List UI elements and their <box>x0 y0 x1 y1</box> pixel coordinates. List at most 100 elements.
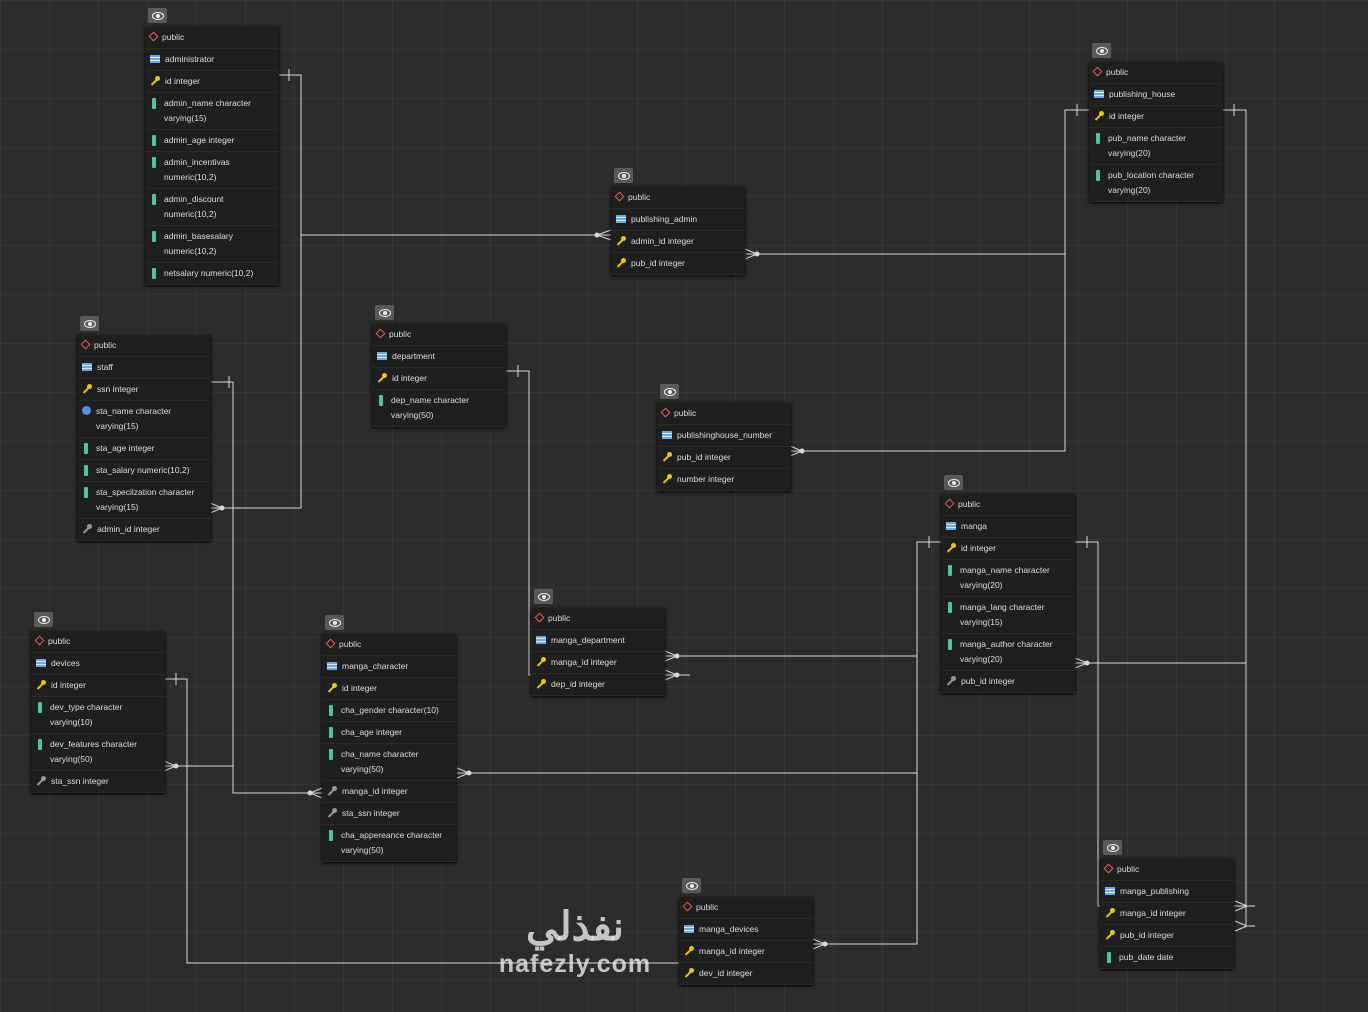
column-row[interactable]: sta_ssn integer <box>322 803 456 825</box>
column-row[interactable]: sta_salary numeric(10,2) <box>77 460 211 482</box>
column-row[interactable]: cha_appereance character varying(50) <box>322 825 456 862</box>
table-name-row[interactable]: publishing_admin <box>611 209 745 231</box>
column-row[interactable]: manga_id integer <box>322 781 456 803</box>
column-row[interactable]: id integer <box>145 71 279 93</box>
column-row[interactable]: dev_type character varying(10) <box>31 697 165 734</box>
table-name-row[interactable]: department <box>372 346 506 368</box>
column-row[interactable]: admin_incentivas numeric(10,2) <box>145 152 279 189</box>
column-row[interactable]: id integer <box>941 538 1075 560</box>
row-label: sta_age integer <box>96 443 155 453</box>
schema-row[interactable]: public <box>145 27 279 49</box>
schema-row[interactable]: public <box>679 897 813 919</box>
column-row[interactable]: admin_id integer <box>77 519 211 541</box>
column-row[interactable]: number integer <box>657 469 791 491</box>
column-row[interactable]: cha_age integer <box>322 722 456 744</box>
column-row[interactable]: admin_age integer <box>145 130 279 152</box>
eye-icon[interactable] <box>325 615 344 630</box>
column-row[interactable]: cha_gender character(10) <box>322 700 456 722</box>
row-label: manga_id integer <box>342 786 408 796</box>
column-row[interactable]: admin_basesalary numeric(10,2) <box>145 226 279 263</box>
column-row[interactable]: netsalary numeric(10,2) <box>145 263 279 285</box>
column-row[interactable]: sta_name character varying(15) <box>77 401 211 438</box>
column-row[interactable]: manga_id integer <box>1100 903 1234 925</box>
table-icon <box>616 215 626 223</box>
schema-row[interactable]: public <box>611 187 745 209</box>
eye-icon[interactable] <box>34 612 53 627</box>
column-row[interactable]: ssn integer <box>77 379 211 401</box>
schema-row[interactable]: public <box>1089 62 1223 84</box>
row-label: cha_age integer <box>341 727 402 737</box>
eye-icon[interactable] <box>614 168 633 183</box>
column-row[interactable]: sta_ssn integer <box>31 771 165 793</box>
column-row[interactable]: cha_name character varying(50) <box>322 744 456 781</box>
column-row[interactable]: pub_location character varying(20) <box>1089 165 1223 202</box>
column-row[interactable]: sta_age integer <box>77 438 211 460</box>
schema-row[interactable]: public <box>531 608 665 630</box>
column-row[interactable]: pub_id integer <box>657 447 791 469</box>
schema-row[interactable]: public <box>1100 859 1234 881</box>
eye-icon[interactable] <box>148 8 167 23</box>
table-name-row[interactable]: manga_department <box>531 630 665 652</box>
column-row[interactable]: dev_features character varying(50) <box>31 734 165 771</box>
schema-row[interactable]: public <box>31 631 165 653</box>
table-name-row[interactable]: administrator <box>145 49 279 71</box>
column-row[interactable]: manga_name character varying(20) <box>941 560 1075 597</box>
schema-row[interactable]: public <box>322 634 456 656</box>
column-row[interactable]: pub_id integer <box>611 253 745 275</box>
column-row[interactable]: id integer <box>322 678 456 700</box>
eye-icon[interactable] <box>1092 43 1111 58</box>
table-name-row[interactable]: devices <box>31 653 165 675</box>
table-name-row[interactable]: manga_publishing <box>1100 881 1234 903</box>
eye-icon[interactable] <box>944 475 963 490</box>
column-row[interactable]: manga_author character varying(20) <box>941 634 1075 671</box>
column-row[interactable]: admin_name character varying(15) <box>145 93 279 130</box>
column-row[interactable]: id integer <box>372 368 506 390</box>
schema-row[interactable]: public <box>77 335 211 357</box>
eye-icon[interactable] <box>534 589 553 604</box>
column-row[interactable]: pub_id integer <box>941 671 1075 693</box>
column-row[interactable]: manga_id integer <box>531 652 665 674</box>
column-row[interactable]: admin_discount numeric(10,2) <box>145 189 279 226</box>
eye-icon[interactable] <box>682 878 701 893</box>
schema-icon <box>375 328 386 339</box>
schema-row[interactable]: public <box>372 324 506 346</box>
table-name-row[interactable]: manga_devices <box>679 919 813 941</box>
column-row[interactable]: dev_id integer <box>679 963 813 985</box>
eye-icon[interactable] <box>80 316 99 331</box>
table-name-row[interactable]: manga_character <box>322 656 456 678</box>
column-row[interactable]: id integer <box>1089 106 1223 128</box>
column-row[interactable]: dep_id integer <box>531 674 665 696</box>
eye-icon[interactable] <box>375 305 394 320</box>
column-row[interactable]: manga_lang character varying(15) <box>941 597 1075 634</box>
table-name-row[interactable]: publishing_house <box>1089 84 1223 106</box>
column-row[interactable]: admin_id integer <box>611 231 745 253</box>
column-row[interactable]: pub_name character varying(20) <box>1089 128 1223 165</box>
table-name-row[interactable]: staff <box>77 357 211 379</box>
schema-row[interactable]: public <box>657 403 791 425</box>
column-row[interactable]: dep_name character varying(50) <box>372 390 506 427</box>
column-row[interactable]: sta_specilzation character varying(15) <box>77 482 211 519</box>
schema-row[interactable]: public <box>941 494 1075 516</box>
column-row[interactable]: id integer <box>31 675 165 697</box>
table-name-row[interactable]: publishinghouse_number <box>657 425 791 447</box>
column-row[interactable]: pub_date date <box>1100 947 1234 969</box>
row-label: publishing_admin <box>631 214 698 224</box>
eye-icon[interactable] <box>660 384 679 399</box>
column-row[interactable]: pub_id integer <box>1100 925 1234 947</box>
column-row[interactable]: manga_id integer <box>679 941 813 963</box>
table-name-row[interactable]: manga <box>941 516 1075 538</box>
column-icon <box>948 565 952 576</box>
eye-icon[interactable] <box>1103 840 1122 855</box>
